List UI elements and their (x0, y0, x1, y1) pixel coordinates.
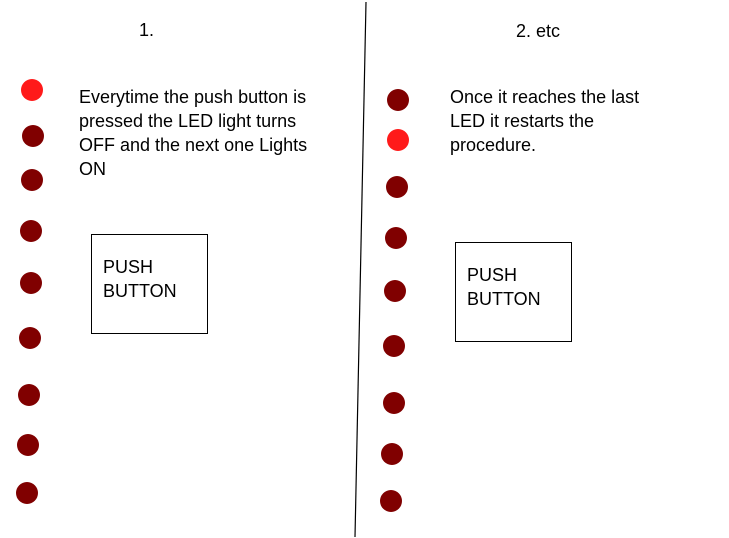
step-2-description: Once it reaches the last LED it restarts… (450, 85, 639, 157)
push-button-label-line: BUTTON (467, 289, 541, 309)
step-1-description-line: Everytime the push button is (79, 87, 307, 107)
step-1-description-line: pressed the LED light turns (79, 111, 297, 131)
step-2-led-6 (383, 335, 405, 357)
step-2-push-button[interactable]: PUSH BUTTON (455, 242, 572, 342)
step-1-led-1 (21, 79, 43, 101)
step-1-led-2 (22, 125, 44, 147)
step-2-led-5 (384, 280, 406, 302)
step-1-label: 1. (139, 20, 155, 40)
step-2-description-line: LED it restarts the (450, 111, 595, 131)
push-button-label-line: PUSH (103, 257, 154, 277)
step-2-label: 2. etc (516, 21, 561, 41)
push-button-label-line: PUSH (467, 265, 518, 285)
step-2-led-3 (386, 176, 408, 198)
step-2-led-1 (387, 89, 409, 111)
step-1-led-5 (20, 272, 42, 294)
step-2-led-9 (380, 490, 402, 512)
step-1-led-3 (21, 169, 43, 191)
push-button-label-line: BUTTON (103, 281, 177, 301)
push-button-label: PUSH BUTTON (467, 263, 541, 311)
step-1-led-4 (20, 220, 42, 242)
push-button-label: PUSH BUTTON (103, 255, 177, 303)
step-1-led-7 (18, 384, 40, 406)
step-2-led-2 (387, 129, 409, 151)
divider-line (354, 1, 367, 538)
step-1-description-line: ON (79, 159, 106, 179)
step-1-led-9 (16, 482, 38, 504)
step-1-push-button[interactable]: PUSH BUTTON (91, 234, 208, 334)
step-2-led-8 (381, 443, 403, 465)
step-2-description-line: Once it reaches the last (450, 87, 640, 107)
step-1-description: Everytime the push button is pressed the… (79, 85, 307, 181)
step-1-led-8 (17, 434, 39, 456)
step-2-led-4 (385, 227, 407, 249)
step-2-led-7 (383, 392, 405, 414)
step-2-description-line: procedure. (450, 135, 537, 155)
step-1-led-6 (19, 327, 41, 349)
step-1-description-line: OFF and the next one Lights (79, 135, 308, 155)
